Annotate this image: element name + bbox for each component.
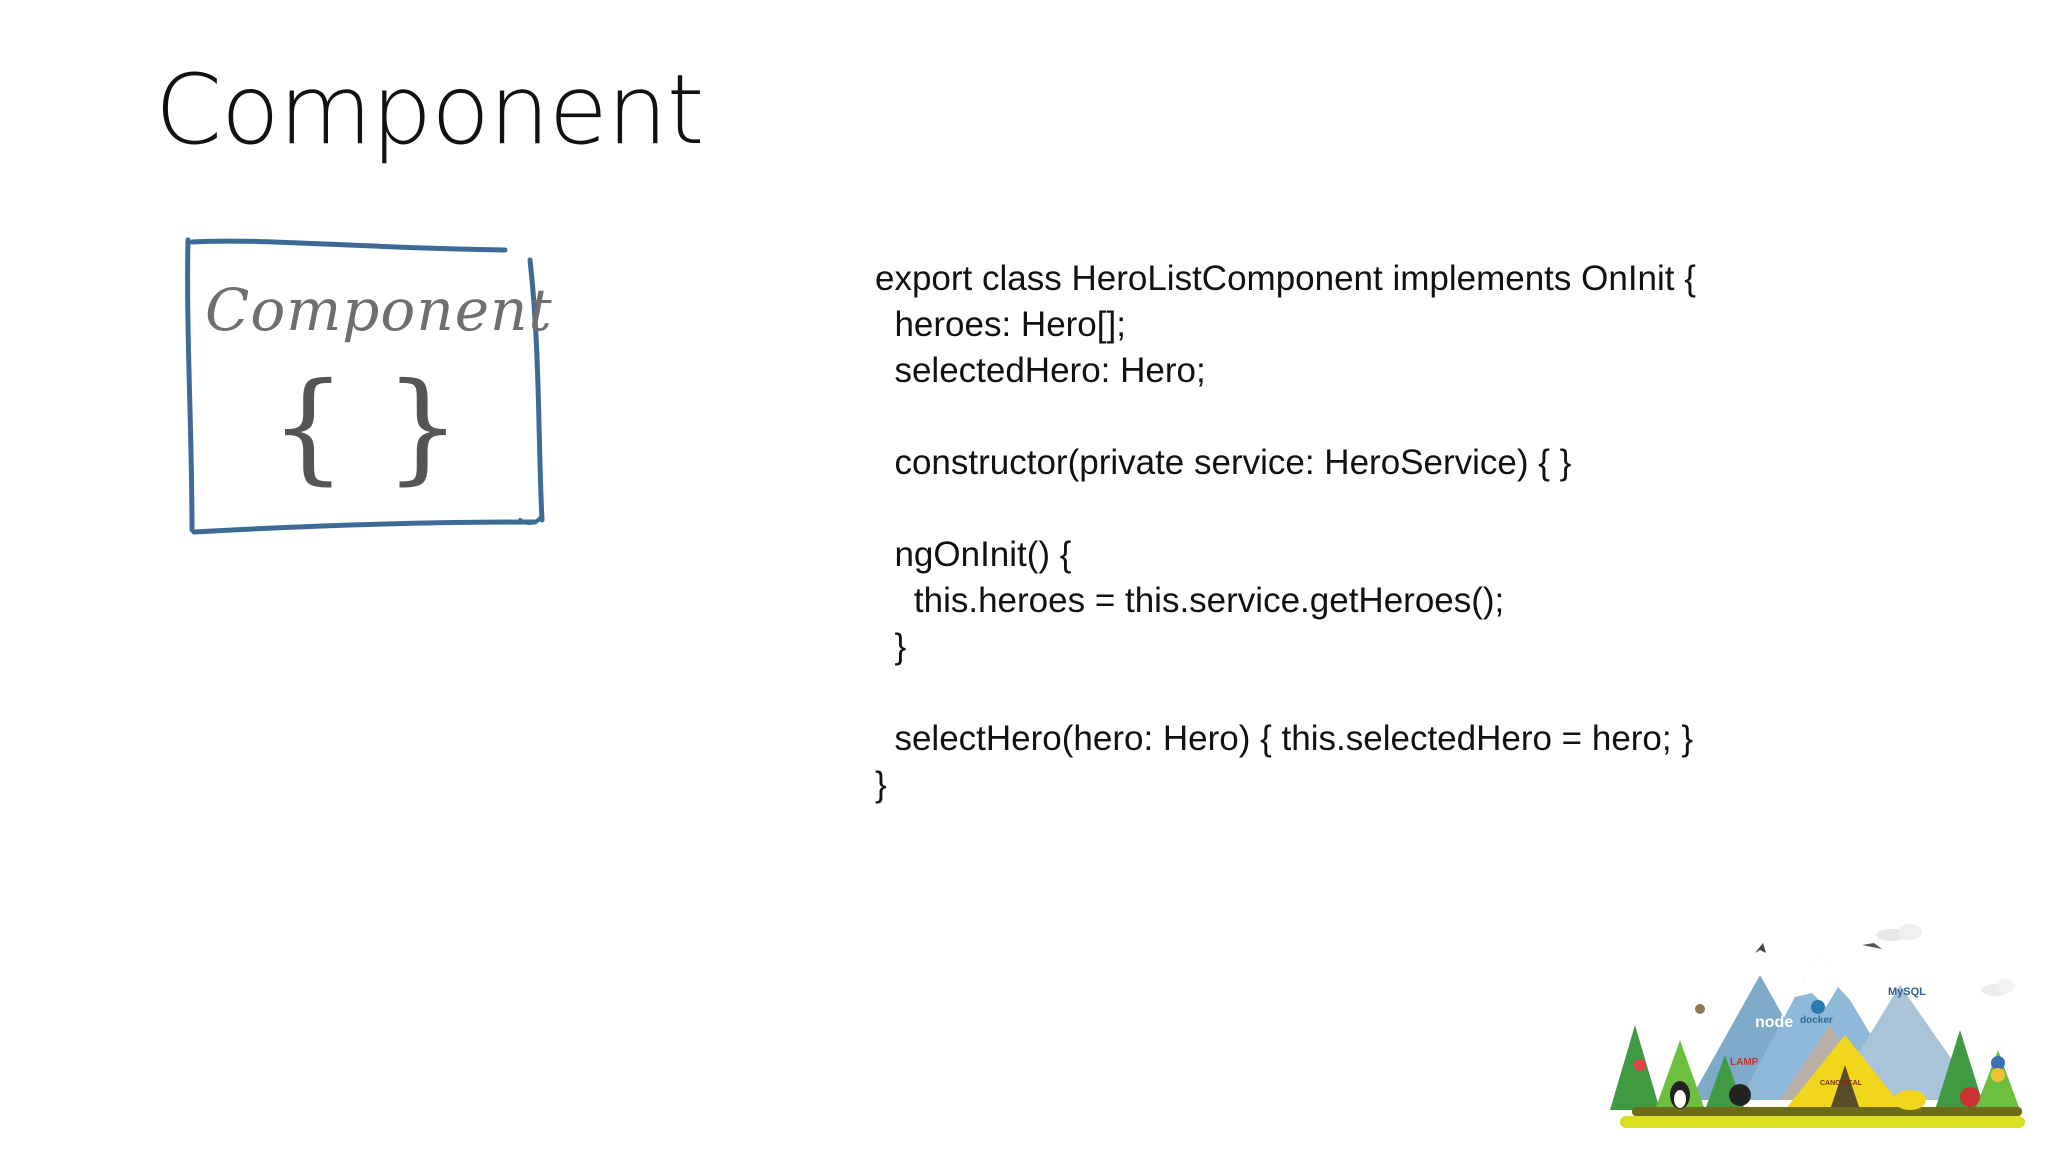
code-block: export class HeroListComponent implement…	[875, 256, 1925, 808]
ground-shape	[1632, 1107, 2022, 1116]
tech-camp-artwork: docker node MySQL LAMP CANONICAL	[1610, 924, 2025, 1128]
sketch-braces: { }	[270, 358, 461, 497]
code-line: }	[875, 765, 887, 804]
docker-logo-text: docker	[1800, 1015, 1833, 1026]
sketch-label: Component	[205, 276, 553, 344]
bird-icon	[1755, 943, 1766, 953]
owl-icon	[1960, 1087, 1980, 1107]
node-logo-text: node	[1755, 1014, 1793, 1031]
code-line: constructor(private service: HeroService…	[875, 443, 1572, 482]
code-line: heroes: Hero[];	[875, 305, 1126, 344]
component-sketch-drawing: Component { }	[185, 237, 553, 535]
octocat-icon	[1729, 1084, 1751, 1106]
code-line	[875, 670, 1925, 716]
code-line: ngOnInit() {	[875, 535, 1072, 574]
bird-icon	[1862, 943, 1882, 949]
lamp-logo-text: LAMP	[1730, 1057, 1759, 1068]
badge-icon	[1695, 1004, 1705, 1014]
slide-title: Component	[155, 54, 704, 166]
component-sketch: Component { }	[180, 230, 560, 540]
python-icon	[1991, 1056, 2005, 1070]
code-line: export class HeroListComponent implement…	[875, 259, 1696, 298]
canonical-logo-text: CANONICAL	[1820, 1080, 1863, 1087]
docker-icon	[1811, 1000, 1825, 1014]
elephant-icon	[1894, 1090, 1926, 1110]
tree-shape	[1655, 1040, 1705, 1110]
code-line: selectedHero: Hero;	[875, 351, 1206, 390]
ruby-icon	[1634, 1059, 1646, 1071]
code-line: this.heroes = this.service.getHeroes();	[875, 581, 1505, 620]
ground-shape	[1620, 1116, 2025, 1128]
mysql-logo-text: MySQL	[1888, 986, 1926, 998]
code-line	[875, 394, 1925, 440]
code-line: selectHero(hero: Hero) { this.selectedHe…	[875, 719, 1694, 758]
code-line	[875, 486, 1925, 532]
tech-camp-illustration: docker node MySQL LAMP CANONICAL	[1580, 915, 2030, 1135]
code-line: }	[875, 627, 907, 666]
